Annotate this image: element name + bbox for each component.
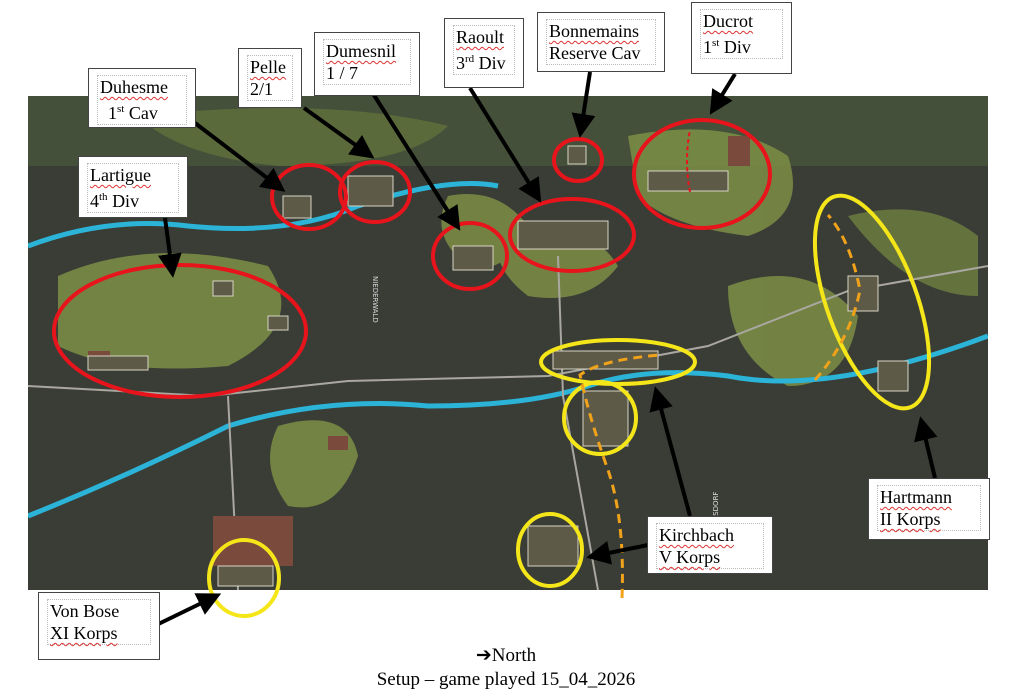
- commander-name: Duhesme: [100, 77, 168, 97]
- unit-number: 4: [90, 191, 99, 211]
- commander-name: Lartigue: [90, 165, 151, 185]
- unit-number: 1: [108, 103, 117, 123]
- figure-caption: Setup – game played 15_04_2026: [376, 669, 636, 690]
- label-kirchbach: Kirchbach V Korps: [647, 516, 773, 574]
- unit-name: Reserve Cav: [549, 43, 641, 63]
- unit-name: Div: [478, 53, 506, 73]
- unit-ordinal: st: [117, 103, 125, 115]
- label-pelle: Pelle 2/1: [238, 48, 302, 108]
- unit-ordinal: st: [712, 37, 720, 49]
- unit-name: V Korps: [659, 547, 721, 567]
- unit-number: 1: [703, 37, 712, 57]
- unit-number: 3: [456, 53, 465, 73]
- commander-name: Hartmann: [880, 487, 952, 507]
- label-dumesnil: Dumesnil 1 / 7: [314, 32, 420, 96]
- unit-name: XI Korps: [50, 623, 118, 643]
- label-lartigue: Lartigue 4th Div: [78, 156, 188, 218]
- unit-ordinal: rd: [465, 53, 475, 65]
- commander-name: Kirchbach: [659, 525, 734, 545]
- label-hartmann: Hartmann II Korps: [868, 478, 990, 540]
- north-label: North: [491, 645, 537, 666]
- commander-name: Ducrot: [703, 11, 753, 31]
- unit-name: Div: [112, 191, 140, 211]
- label-ducrot: Ducrot 1st Div: [691, 2, 792, 74]
- label-vonbose: Von Bose XI Korps: [38, 592, 160, 660]
- commander-name: Raoult: [456, 27, 504, 47]
- unit-name: Div: [723, 37, 751, 57]
- unit-name: II Korps: [880, 509, 941, 529]
- unit-name: Cav: [128, 103, 158, 123]
- label-duhesme: Duhesme 1st Cav: [88, 68, 196, 128]
- label-raoult: Raoult 3rd Div: [444, 18, 524, 88]
- label-bonnemains: Bonnemains Reserve Cav: [537, 12, 665, 72]
- commander-name: Dumesnil: [326, 41, 396, 61]
- north-indicator: ➔North: [0, 644, 1012, 667]
- map-label-niederwald: NIEDERWALD: [371, 276, 379, 323]
- unit-ordinal: th: [99, 191, 108, 203]
- commander-name: Von Bose: [50, 601, 120, 621]
- unit-name: 1 / 7: [326, 63, 359, 83]
- unit-name: 2/1: [250, 79, 274, 99]
- map-label-goersdorf: GOERSDORF: [712, 492, 720, 536]
- commander-name: Pelle: [250, 57, 286, 77]
- arrow-right-icon: ➔: [475, 644, 492, 666]
- commander-name: Bonnemains: [549, 21, 639, 41]
